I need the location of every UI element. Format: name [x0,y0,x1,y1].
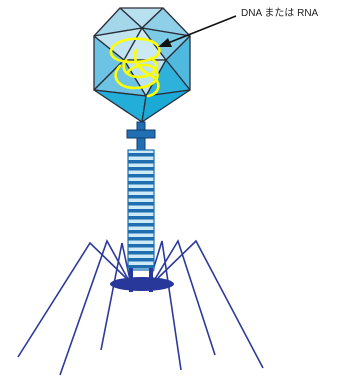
tail-stripe [128,216,154,220]
tail-stripe [128,251,154,255]
tail-stripe [128,167,154,171]
neck-crossbar [127,130,155,138]
tail-stripe [128,223,154,227]
neck-stem-upper [137,122,145,130]
genome-label: DNA または RNA [241,7,319,19]
tail-stripe [128,153,154,157]
tail-stripe [128,188,154,192]
tail-stripe [128,174,154,178]
tail-stripe [128,181,154,185]
tail-stripe [128,258,154,262]
tail-stripe [128,202,154,206]
tail-stripe [128,244,154,248]
tail-fiber-3 [101,243,130,350]
neck-stem-lower [137,138,145,150]
tail-stripe [128,230,154,234]
tail-fiber-6 [158,241,263,368]
tail-stripe [128,265,154,269]
base-plate-disc [110,277,174,291]
tail-stripe [128,160,154,164]
tail-stripe [128,209,154,213]
tail-sheath [128,150,154,270]
tail-stripe [128,195,154,199]
neck-collar [127,122,155,150]
tail-stripes [128,153,154,269]
capsid-face-bottom-left [94,90,146,122]
tail-stripe [128,237,154,241]
